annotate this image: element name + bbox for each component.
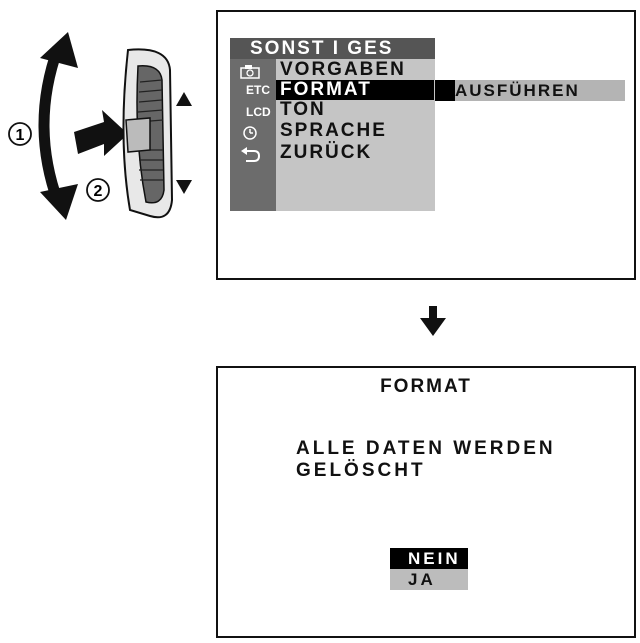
mode-dial-illustration: 1 2 — [8, 32, 192, 220]
down-triangle-icon — [176, 180, 192, 194]
up-triangle-icon — [176, 92, 192, 106]
etc-icon: ETC — [246, 83, 270, 97]
down-arrow-icon — [420, 306, 446, 336]
menu-screen: SONST I GES ETC LCD VORGABEN FORMAT TON … — [216, 10, 636, 280]
option-nein[interactable]: NEIN — [390, 548, 468, 569]
rotate-arrow-icon — [38, 32, 78, 220]
lcd-icon: LCD — [246, 105, 271, 119]
submenu-value-ausfuehren: AUSFÜHREN — [455, 81, 580, 100]
clock-icon — [243, 126, 257, 140]
push-arrow-icon — [74, 110, 128, 156]
menu-item-ton[interactable]: TON — [280, 99, 326, 120]
menu-title: SONST I GES — [230, 38, 435, 59]
warning-line-1: ALLE DATEN WERDEN — [296, 438, 556, 459]
camera-icon — [240, 65, 260, 79]
format-title: FORMAT — [380, 376, 472, 397]
menu-item-zurueck[interactable]: ZURÜCK — [280, 142, 373, 163]
menu-item-vorgaben[interactable]: VORGABEN — [280, 59, 406, 80]
menu-icon-strip: ETC LCD — [230, 59, 276, 211]
menu-item-format[interactable]: FORMAT — [276, 80, 434, 100]
step-2-label: 2 — [94, 183, 103, 200]
return-icon — [241, 147, 261, 162]
step-1-label: 1 — [16, 127, 25, 144]
menu-item-sprache[interactable]: SPRACHE — [280, 120, 387, 141]
format-submenu[interactable]: AUSFÜHREN — [435, 80, 625, 101]
dial-wheel — [122, 48, 174, 219]
format-confirm-screen: FORMAT ALLE DATEN WERDEN GELÖSCHT NEIN J… — [216, 366, 636, 638]
warning-line-2: GELÖSCHT — [296, 460, 426, 481]
option-ja[interactable]: JA — [390, 569, 468, 590]
